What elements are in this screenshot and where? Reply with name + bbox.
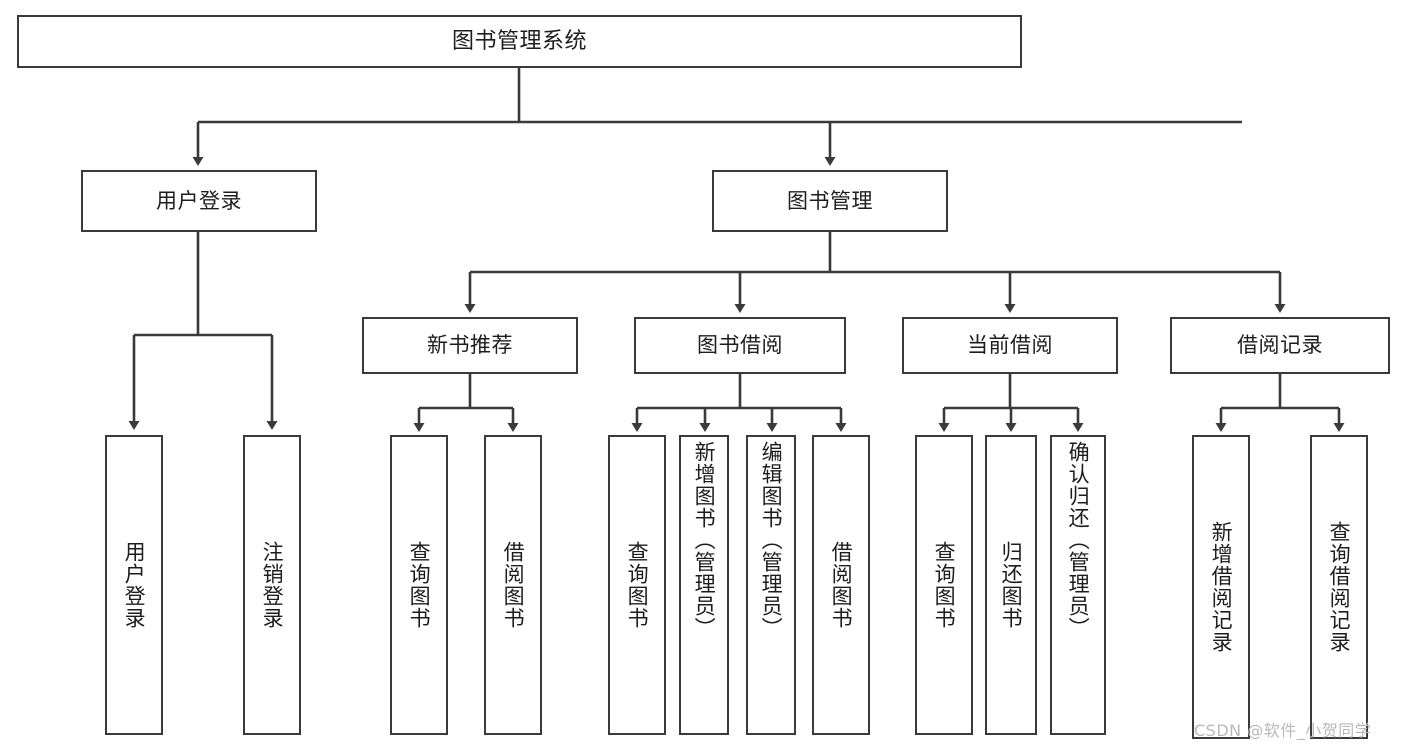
csdn-watermark: CSDN @软件_小贺同学 bbox=[1194, 721, 1372, 740]
node-current-borrow[interactable]: 当前借阅 bbox=[902, 317, 1118, 374]
node-label: 新增图书（管理员） bbox=[692, 441, 717, 639]
leaf-query-book-current[interactable]: 查询图书 bbox=[915, 435, 973, 735]
node-borrow-record[interactable]: 借阅记录 bbox=[1170, 317, 1390, 374]
leaf-borrow-book-recommend[interactable]: 借阅图书 bbox=[484, 435, 542, 735]
node-label: 注销登录 bbox=[260, 541, 285, 629]
node-label: 归还图书 bbox=[999, 541, 1024, 629]
leaf-query-book-recommend[interactable]: 查询图书 bbox=[390, 435, 448, 735]
leaf-logout[interactable]: 注销登录 bbox=[243, 435, 301, 735]
node-root-book-management-system[interactable]: 图书管理系统 bbox=[17, 15, 1022, 68]
node-label: 图书管理系统 bbox=[451, 28, 587, 54]
node-new-book-recommendation[interactable]: 新书推荐 bbox=[362, 317, 578, 374]
node-label: 当前借阅 bbox=[967, 333, 1053, 358]
node-label: 查询图书 bbox=[407, 541, 432, 629]
node-label: 查询借阅记录 bbox=[1327, 521, 1352, 653]
node-label: 借阅记录 bbox=[1237, 333, 1323, 358]
node-label: 图书管理 bbox=[787, 188, 873, 213]
leaf-edit-book-admin[interactable]: 编辑图书（管理员） bbox=[746, 435, 796, 735]
leaf-return-book[interactable]: 归还图书 bbox=[985, 435, 1037, 735]
node-label: 图书借阅 bbox=[697, 333, 783, 358]
leaf-add-book-admin[interactable]: 新增图书（管理员） bbox=[679, 435, 729, 735]
node-label: 新增借阅记录 bbox=[1209, 521, 1234, 653]
node-user-login[interactable]: 用户登录 bbox=[81, 170, 317, 232]
leaf-query-borrow-record[interactable]: 查询借阅记录 bbox=[1310, 435, 1368, 739]
node-label: 用户登录 bbox=[122, 541, 147, 629]
node-label: 确认归还（管理员） bbox=[1066, 441, 1091, 639]
node-label: 用户登录 bbox=[156, 188, 242, 213]
node-label: 新书推荐 bbox=[427, 333, 513, 358]
leaf-query-book-borrow[interactable]: 查询图书 bbox=[608, 435, 666, 735]
node-label: 查询图书 bbox=[625, 541, 650, 629]
leaf-confirm-return-admin[interactable]: 确认归还（管理员） bbox=[1050, 435, 1106, 735]
leaf-add-borrow-record[interactable]: 新增借阅记录 bbox=[1192, 435, 1250, 739]
node-book-management[interactable]: 图书管理 bbox=[712, 170, 948, 232]
node-label: 查询图书 bbox=[932, 541, 957, 629]
node-book-borrow[interactable]: 图书借阅 bbox=[634, 317, 846, 374]
leaf-user-login[interactable]: 用户登录 bbox=[105, 435, 163, 735]
leaf-borrow-book[interactable]: 借阅图书 bbox=[812, 435, 870, 735]
node-label: 借阅图书 bbox=[829, 541, 854, 629]
node-label: 编辑图书（管理员） bbox=[759, 441, 784, 639]
node-label: 借阅图书 bbox=[501, 541, 526, 629]
